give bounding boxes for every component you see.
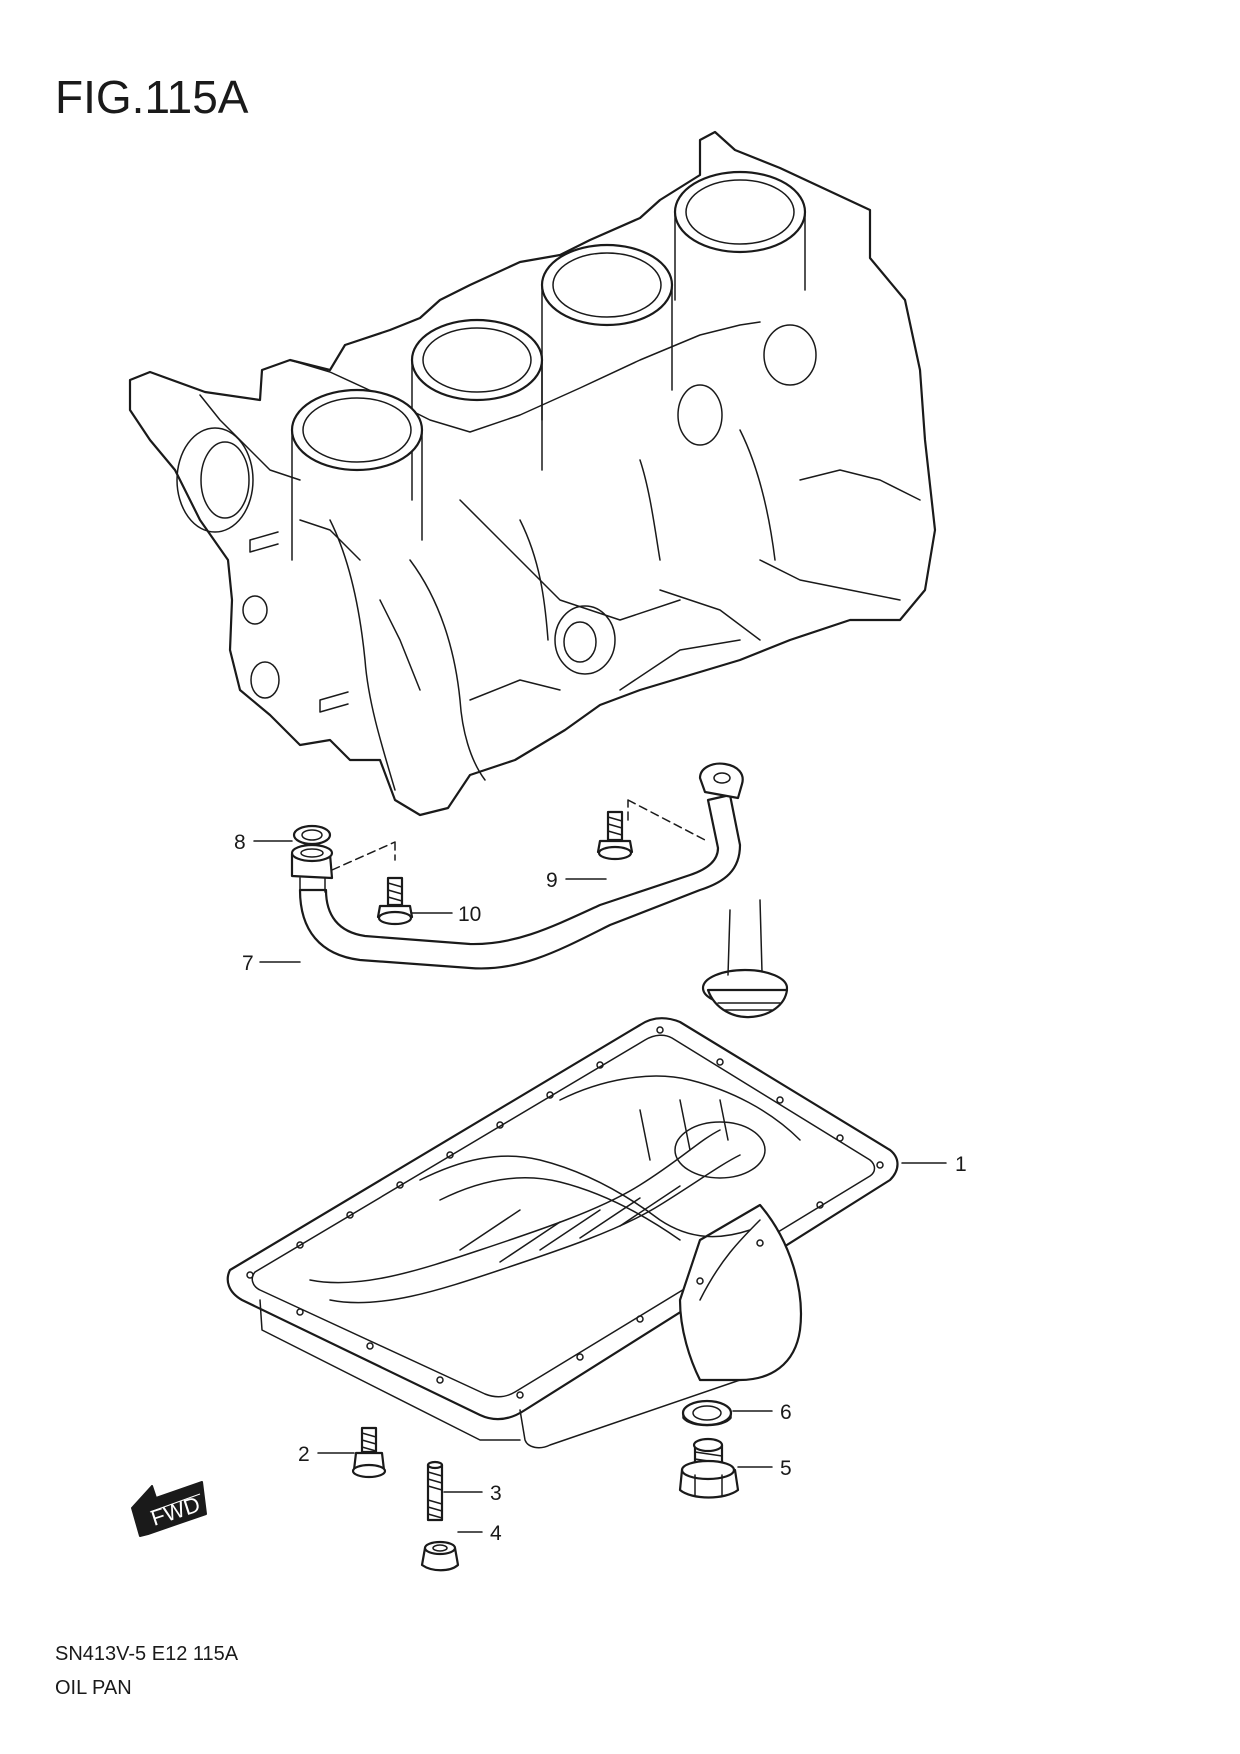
catalog-code: SN413V-5 E12 115A — [55, 1643, 239, 1665]
callout-1: 1 — [955, 1153, 967, 1176]
o-ring — [292, 824, 332, 846]
engine-block — [128, 130, 937, 817]
callout-5: 5 — [780, 1457, 792, 1480]
callout-8: 8 — [234, 831, 246, 854]
oil-pan — [226, 1017, 899, 1449]
cylinder-bores — [290, 170, 807, 561]
bolt-2 — [351, 1426, 387, 1479]
arrow-left-down-icon — [131, 1481, 207, 1537]
callout-9: 9 — [546, 869, 558, 892]
callout-10: 10 — [458, 903, 481, 926]
section-name: OIL PAN — [55, 1677, 132, 1699]
callout-3: 3 — [490, 1482, 502, 1505]
callout-6: 6 — [780, 1401, 792, 1424]
fwd-direction-arrow: FWD — [131, 1481, 207, 1537]
bolt-9 — [596, 810, 634, 861]
callout-2: 2 — [298, 1443, 310, 1466]
drain-plug-gasket — [681, 1399, 733, 1427]
callouts: 1 2 3 4 5 6 7 8 9 10 — [234, 831, 967, 1545]
figure-title: FIG.115A — [55, 71, 249, 123]
nut-4 — [420, 1540, 460, 1572]
oil-pan-bolt-holes — [246, 1026, 884, 1399]
drain-plug — [678, 1437, 740, 1499]
bolt-10 — [376, 876, 414, 926]
oil-strainer-pipe — [290, 762, 789, 1019]
callout-7: 7 — [242, 952, 254, 975]
callout-4: 4 — [490, 1522, 502, 1545]
stud-3 — [426, 1460, 444, 1522]
